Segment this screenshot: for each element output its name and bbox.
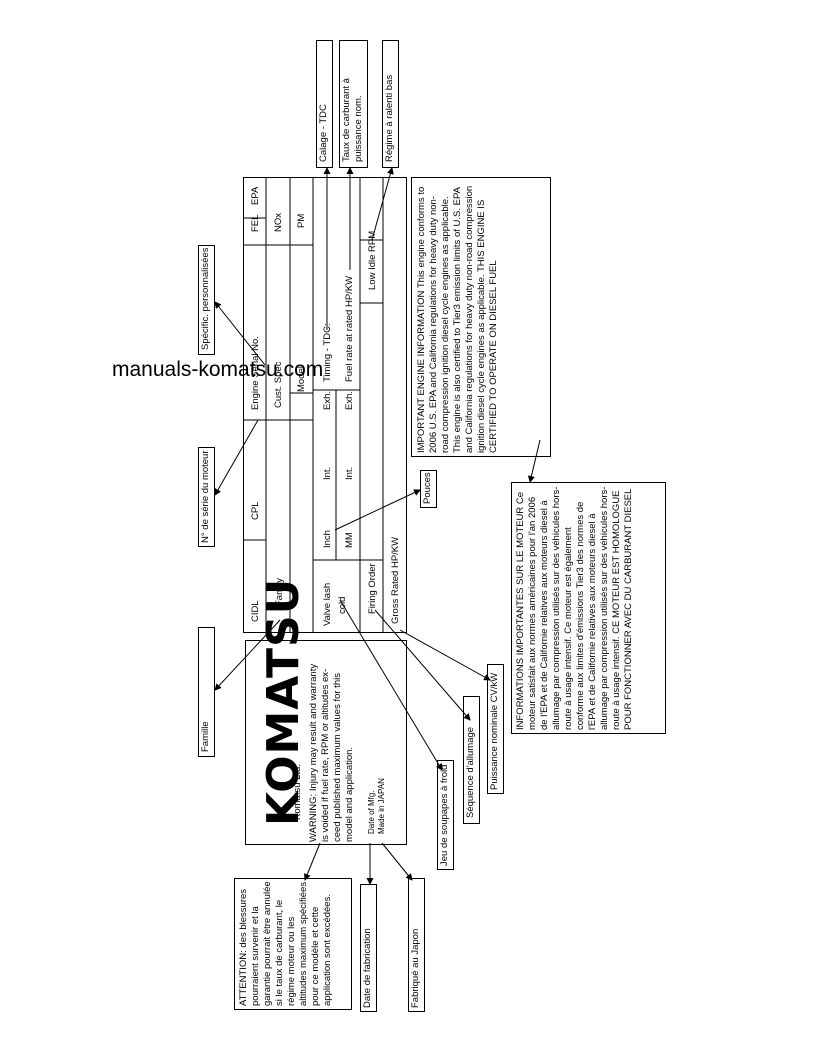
callout-puissance-box — [487, 664, 504, 794]
french-info-box — [511, 482, 666, 734]
callout-taux-carburant-box — [339, 40, 368, 168]
callout-famille-box — [198, 627, 215, 757]
engine-plate-table — [243, 177, 407, 633]
engine-plate-logo-panel — [245, 640, 407, 845]
callout-no-serie-box — [198, 447, 215, 547]
callout-pouces-box — [420, 470, 437, 508]
callout-attention-box — [234, 878, 352, 1010]
english-info-box — [411, 177, 551, 457]
callout-sequence-box — [463, 696, 480, 824]
callout-fabrique-japon-box — [408, 878, 425, 1012]
callout-jeu-soupapes-box — [437, 760, 454, 870]
watermark: manuals-komatsu.com — [112, 358, 324, 381]
callout-specif-box — [198, 245, 215, 355]
